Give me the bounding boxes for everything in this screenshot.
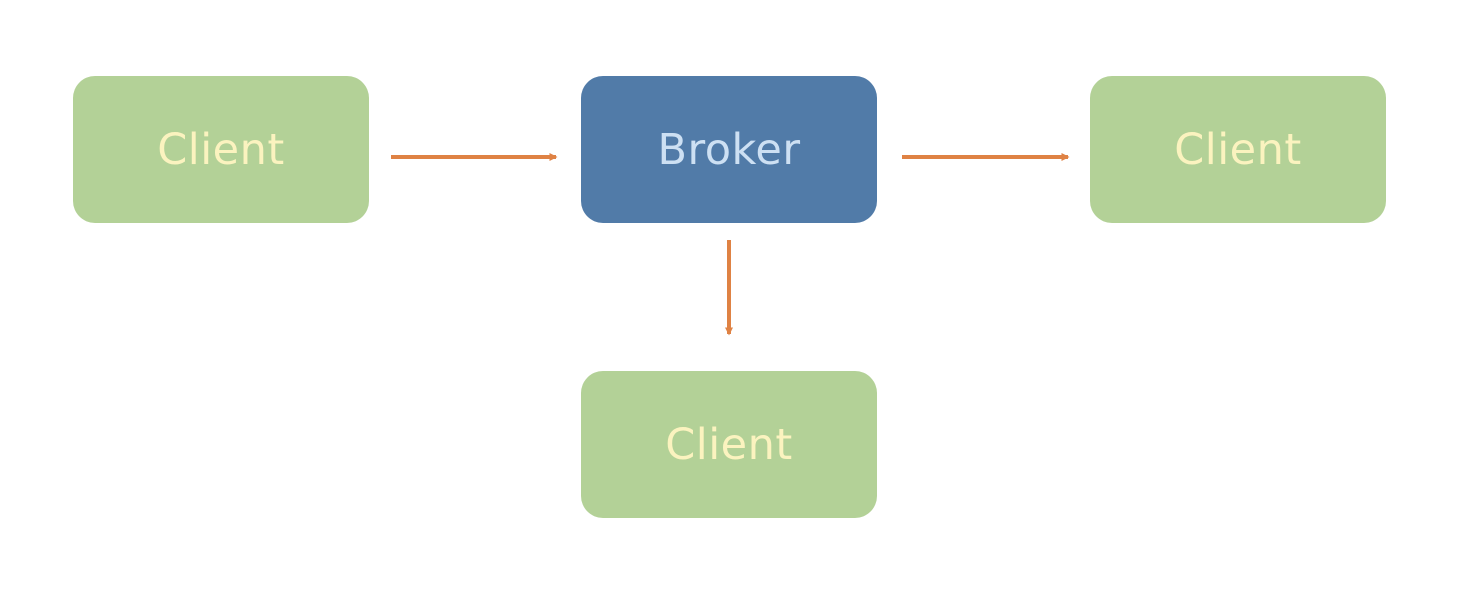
client-node-left: Client [73, 76, 369, 223]
client-node-right: Client [1090, 76, 1386, 223]
node-label: Client [1174, 124, 1302, 175]
node-label: Client [665, 419, 793, 470]
node-label: Client [157, 124, 285, 175]
node-label: Broker [657, 124, 801, 175]
broker-node: Broker [581, 76, 877, 223]
client-node-bottom: Client [581, 371, 877, 518]
